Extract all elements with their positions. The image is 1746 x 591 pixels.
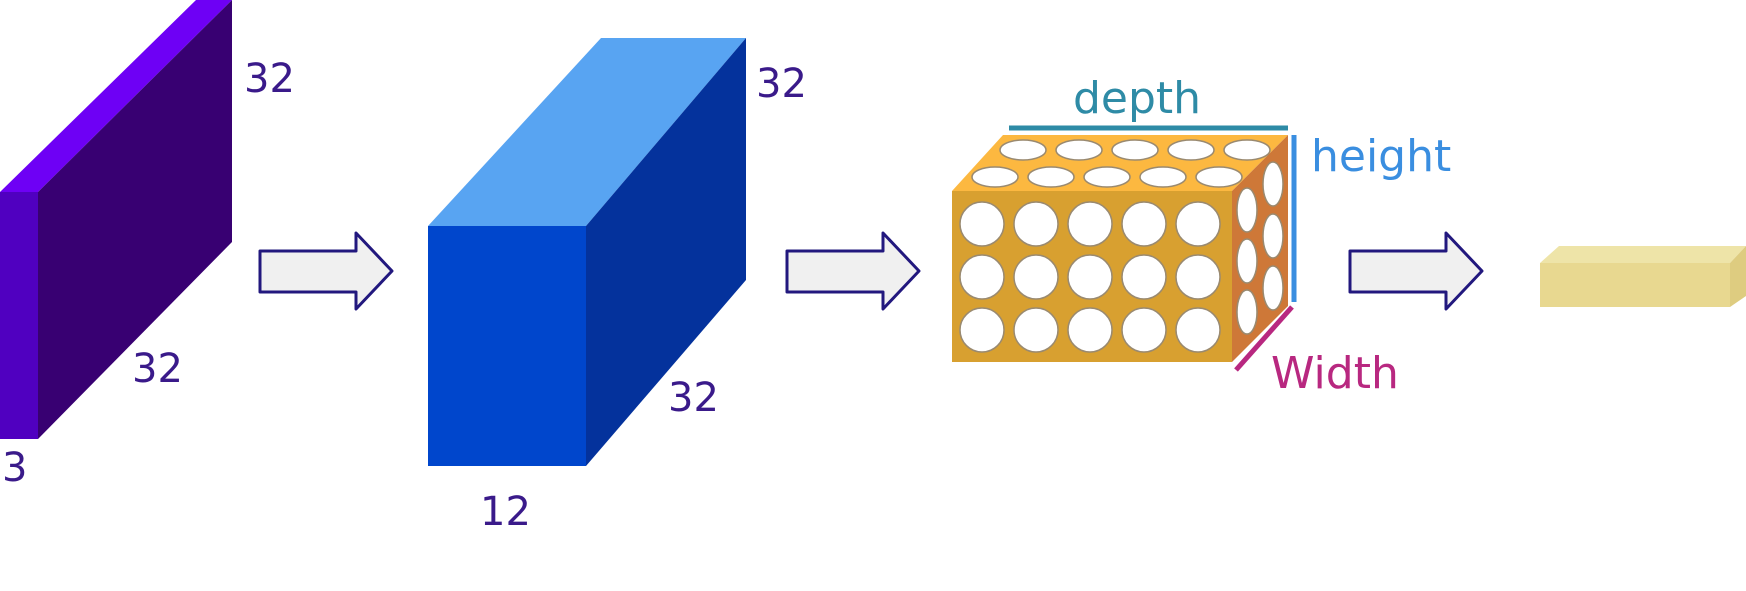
neuron [959,307,1005,353]
neuron [1055,139,1103,161]
conv-block [428,38,746,466]
side-neurons [1236,161,1284,335]
neuron [959,201,1005,247]
neuron [1111,139,1159,161]
neuron [1236,187,1258,233]
neuron [1121,201,1167,247]
neuron [1223,139,1271,161]
volume-block [952,135,1288,362]
neuron [1175,201,1221,247]
neuron [1067,254,1113,300]
output-block [1540,246,1746,307]
output-block-front [1540,263,1730,307]
neuron [1067,307,1113,353]
height-label: height [1311,131,1451,182]
input-height-label: 32 [244,56,295,102]
input-block [0,0,232,439]
neuron [1167,139,1215,161]
width-label: Width [1271,348,1399,399]
arrow-2 [785,231,921,311]
neuron [1013,307,1059,353]
front-neurons [959,201,1221,353]
arrow-1 [258,231,394,311]
neuron [1013,254,1059,300]
input-width-label: 32 [132,346,183,392]
neuron [1013,201,1059,247]
neuron [1236,238,1258,284]
neuron [1175,307,1221,353]
input-block-side [38,0,232,439]
top-neurons [971,139,1271,188]
neuron [1236,289,1258,335]
neuron [1121,307,1167,353]
conv-block-top [428,38,746,226]
neuron [1262,213,1284,259]
output-block-top [1540,246,1746,263]
neuron [1027,166,1075,188]
depth-label: depth [1073,73,1201,124]
neuron [1083,166,1131,188]
neuron [959,254,1005,300]
input-block-front [0,192,38,439]
neuron [1262,265,1284,311]
conv-height-label: 32 [756,61,807,107]
conv-depth-label: 12 [480,489,531,535]
conv-block-front [428,226,586,466]
neuron [971,166,1019,188]
neuron [1175,254,1221,300]
conv-block-side [586,38,746,466]
input-depth-label: 3 [2,445,27,491]
output-block-side [1730,246,1746,307]
conv-width-label: 32 [668,375,719,421]
width-line [1234,305,1294,372]
neuron [1067,201,1113,247]
neuron [1139,166,1187,188]
input-block-top [0,0,232,192]
neuron [1121,254,1167,300]
neuron [1262,161,1284,207]
neuron [1195,166,1243,188]
neuron [999,139,1047,161]
arrow-3 [1348,231,1484,311]
